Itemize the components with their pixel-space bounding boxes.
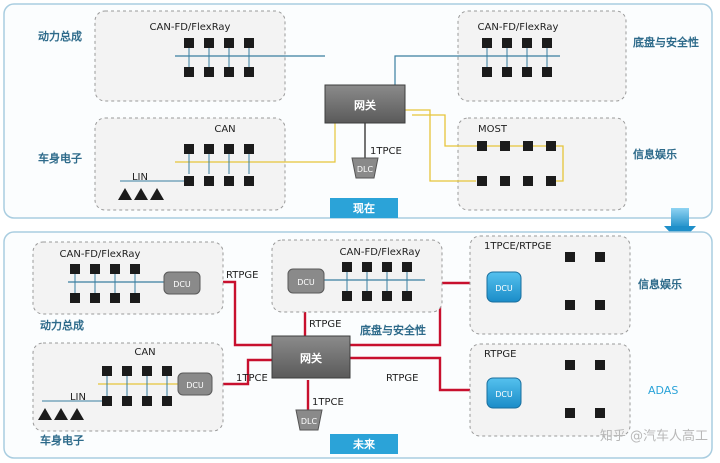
future-powertrain-label: 动力总成 xyxy=(40,318,84,332)
future-body-label: 车身电子 xyxy=(40,433,84,447)
future-gateway-label: 网关 xyxy=(300,351,322,365)
future-body-bus xyxy=(38,366,178,420)
present-infotainment-label: 信息娱乐 xyxy=(633,147,677,161)
future-chassis-link-label: RTPGE xyxy=(309,319,341,330)
future-powertrain-bus xyxy=(68,264,165,303)
future-powertrain-panel xyxy=(32,241,224,315)
present-tag xyxy=(330,198,398,218)
future-chassis-panel xyxy=(271,239,443,313)
future-adas-panel xyxy=(469,343,631,437)
future-chassis-bus xyxy=(305,262,425,301)
present-gateway xyxy=(324,84,406,124)
future-body-panel xyxy=(32,342,224,432)
present-most-label: MOST xyxy=(478,124,508,135)
future-infotainment-nodes xyxy=(565,252,605,310)
future-infotainment-bus-label: 1TPCE/RTPGE xyxy=(484,241,552,252)
future-infotainment-dcu-label: DCU xyxy=(495,284,513,293)
future-chassis-bus-label: CAN-FD/FlexRay xyxy=(340,247,421,258)
present-powertrain-bus-label: CAN-FD/FlexRay xyxy=(150,22,231,33)
future-body-dcu-label: DCU xyxy=(186,381,204,390)
future-adas-dcu-label: DCU xyxy=(495,390,513,399)
present-body-bus xyxy=(118,112,336,200)
present-dlc-label: DLC xyxy=(357,165,374,174)
future-body-dcu xyxy=(177,372,213,396)
future-adas-dcu xyxy=(486,377,522,409)
present-most-ring xyxy=(405,109,564,186)
future-powertrain-bus-label: CAN-FD/FlexRay xyxy=(60,249,141,260)
present-lin-label: LIN xyxy=(132,172,148,183)
future-infotainment-label: 信息娱乐 xyxy=(638,277,682,291)
present-chassis-bus xyxy=(394,38,560,85)
future-lin-label: LIN xyxy=(70,392,86,403)
future-chassis-dcu xyxy=(287,268,325,294)
future-dlc-label: DLC xyxy=(301,417,318,426)
present-chassis-label: 底盘与安全性 xyxy=(633,35,699,49)
present-body-panel xyxy=(94,117,286,211)
future-infotainment-dcu xyxy=(486,271,522,303)
future-adas-link-label: RTPGE xyxy=(386,373,418,384)
future-body-link-label: 1TPCE xyxy=(236,373,268,384)
future-diag-link-label: 1TPCE xyxy=(312,397,344,408)
present-body-label: 车身电子 xyxy=(38,151,82,165)
future-adas-bus-label: RTPGE xyxy=(484,349,516,360)
present-powertrain-bus xyxy=(175,38,325,77)
future-infotainment-panel xyxy=(469,235,631,335)
present-tag-label: 现在 xyxy=(353,201,375,215)
present-powertrain-label: 动力总成 xyxy=(38,29,82,43)
future-adas-nodes xyxy=(565,360,605,418)
future-tag-label: 未来 xyxy=(352,437,376,451)
future-body-bus-label: CAN xyxy=(134,347,155,358)
future-powertrain-link-label: RTPGE xyxy=(226,270,258,281)
present-chassis-bus-label: CAN-FD/FlexRay xyxy=(478,22,559,33)
future-adas-label: ADAS xyxy=(648,384,678,397)
present-gateway-label: 网关 xyxy=(354,98,376,112)
watermark-text: 知乎 @汽车人高工 xyxy=(600,428,708,444)
future-chassis-dcu-label: DCU xyxy=(297,278,315,287)
future-chassis-label: 底盘与安全性 xyxy=(360,323,426,337)
future-dlc-port xyxy=(295,409,323,431)
present-diag-link-label: 1TPCE xyxy=(370,146,402,157)
future-gateway xyxy=(271,335,351,379)
present-dlc-port xyxy=(351,157,379,179)
future-tag xyxy=(330,434,398,454)
present-body-bus-label: CAN xyxy=(214,124,235,135)
future-powertrain-dcu-label: DCU xyxy=(173,280,191,289)
future-powertrain-dcu xyxy=(163,271,201,295)
